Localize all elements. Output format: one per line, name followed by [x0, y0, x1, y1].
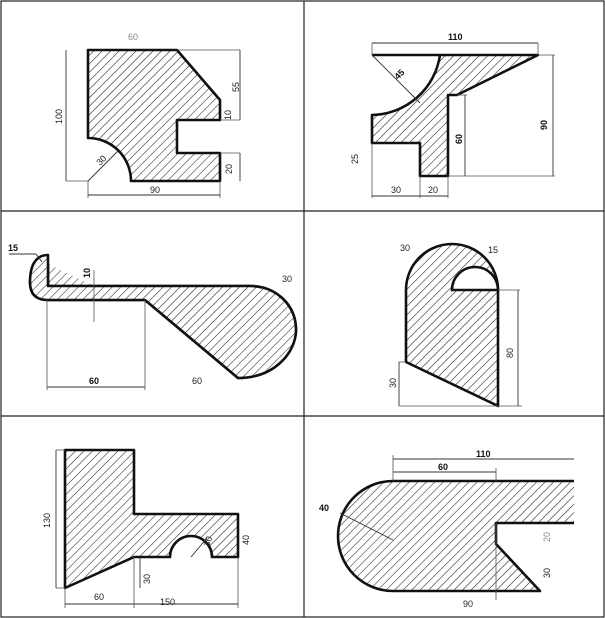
dim-slot: 10	[223, 110, 233, 120]
dim-left-width: 30	[391, 185, 401, 195]
dimension-lines	[371, 42, 555, 198]
dim-arm-thickness: 10	[82, 268, 92, 278]
dim-flat-width: 60	[438, 462, 448, 472]
dim-radius: 45	[392, 67, 406, 81]
dim-total-height: 130	[42, 513, 52, 528]
dim-slope-height: 30	[542, 568, 552, 578]
dim-arm-length: 60	[89, 376, 99, 386]
dim-stem-height: 60	[454, 134, 464, 144]
dim-slope-length: 60	[192, 376, 202, 386]
dim-stem-width: 20	[428, 185, 438, 195]
dim-radius: 30	[201, 535, 214, 548]
hatched-profile	[86, 48, 222, 183]
panel-middle-right: 30 15 80 30	[388, 242, 522, 408]
hatched-profile	[63, 448, 240, 590]
dim-total-height: 100	[54, 109, 64, 124]
dim-step-height: 40	[241, 535, 251, 545]
dimension-lines	[398, 289, 522, 407]
dim-inner-radius: 15	[488, 245, 498, 255]
dimension-lines	[65, 49, 241, 198]
panel-top-right: 110 45 90 60 25 30 20	[350, 32, 555, 198]
dim-right-height: 80	[505, 348, 515, 358]
dim-outer-radius: 30	[400, 243, 410, 253]
dim-total-width: 110	[476, 449, 491, 459]
hatched-hook	[28, 253, 298, 380]
dim-height-lower: 20	[224, 164, 234, 174]
dim-radius: 30	[94, 153, 108, 167]
dim-left-width: 60	[94, 592, 104, 602]
dimension-lines	[55, 449, 239, 608]
dim-hook-radius: 15	[8, 243, 18, 253]
dim-left-offset: 30	[388, 378, 398, 388]
dimension-lines	[339, 455, 574, 600]
dim-width-top: 60	[128, 32, 138, 42]
dimension-lines	[9, 253, 146, 390]
dim-total-width: 110	[448, 32, 463, 42]
dim-radius: 40	[319, 503, 329, 513]
dim-total-height: 90	[539, 120, 549, 130]
dim-bottom-width: 90	[463, 599, 473, 609]
dim-end-radius: 30	[282, 274, 292, 284]
dim-slot-height: 20	[542, 532, 552, 542]
dim-total-width: 150	[160, 597, 175, 607]
hatched-profile	[370, 53, 540, 178]
panel-bottom-right: 110 60 40 20 30 90	[319, 449, 574, 609]
panel-bottom-left: 130 30 40 30 60 150	[42, 448, 251, 608]
panel-middle-left: 15 10 30 60 60	[8, 243, 298, 390]
hatched-profile	[336, 479, 574, 593]
dim-base-offset: 30	[142, 574, 152, 584]
half-circle-cutout	[450, 265, 500, 292]
dim-height-upper: 55	[231, 82, 241, 92]
dim-base-height: 25	[350, 154, 360, 164]
panel-top-left: 60 55 10 20 100 30 90	[54, 32, 241, 198]
dim-width-bottom: 90	[150, 185, 160, 195]
